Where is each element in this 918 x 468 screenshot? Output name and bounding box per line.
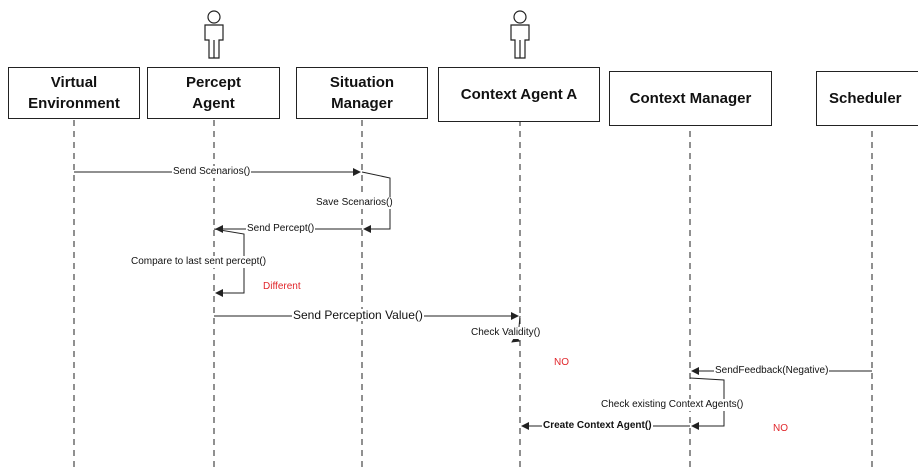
lifeline-box-situation-manager: Situation Manager [296, 67, 428, 119]
lifeline-label: Context Agent A [460, 86, 578, 103]
lifeline-label: Scheduler [829, 90, 902, 107]
label-send-perception-value: Send Perception Value() [292, 308, 424, 322]
label-send-feedback: SendFeedback(Negative) [714, 365, 830, 377]
label-compare: Compare to last sent percept() [130, 256, 268, 268]
lifeline-label: Percept Agent [185, 74, 242, 112]
label-different: Different [263, 281, 301, 292]
label-no-1: NO [554, 357, 569, 368]
lifeline-box-scheduler: Scheduler [816, 71, 918, 126]
label-create-context-agent: Create Context Agent() [542, 420, 653, 432]
lifeline-label: Situation Manager [329, 74, 395, 112]
label-check-existing: Check existing Context Agents() [600, 399, 745, 411]
lifeline-box-virtual-environment: Virtual Environment [8, 67, 140, 119]
lifeline-label: Virtual Environment [28, 74, 120, 112]
label-check-validity: Check Validity() [470, 327, 542, 339]
label-send-scenarios: Send Scenarios() [172, 166, 252, 178]
lifeline-box-context-manager: Context Manager [609, 71, 772, 126]
label-send-percept: Send Percept() [246, 223, 316, 235]
lifeline-box-context-agent-a: Context Agent A [438, 67, 600, 122]
lifeline-box-percept-agent: Percept Agent [147, 67, 280, 119]
label-no-2: NO [773, 423, 788, 434]
actor-icon-context-agent-a [510, 10, 530, 59]
lifeline-label: Context Manager [629, 90, 752, 107]
label-save-scenarios: Save Scenarios() [315, 197, 394, 209]
actor-icon-percept-agent [204, 10, 224, 59]
